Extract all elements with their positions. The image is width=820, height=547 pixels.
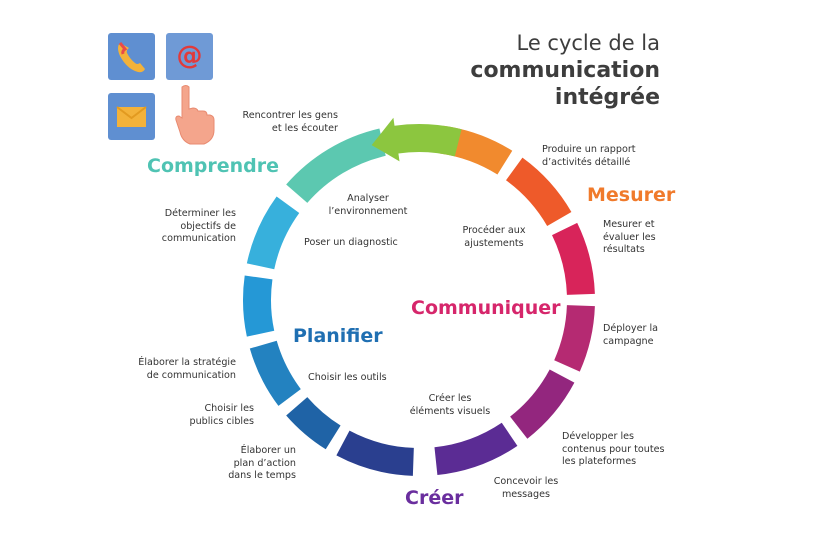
ring-segment-contenus [510,369,575,439]
note-elaborer-strategie: Élaborer la stratégie de communication [138,357,236,381]
note-elaborer-plan: Élaborer un plan d’action dans le temps [228,445,296,481]
note-concevoir-messages: Concevoir les messages [493,476,559,500]
ring-segment-arrow [371,117,462,162]
note-deployer-campagne: Déployer la campagne [603,323,659,347]
note-mesurer-evaluer: Mesurer et évaluer les résultats [603,219,656,255]
ring-segment-strategie [249,340,301,406]
ring-segment-deployer [552,222,595,295]
ring-segment-objectifs [246,196,300,270]
communication-icons: @ [108,33,218,145]
diagram-title: Le cycle de la communication intégrée [470,30,660,111]
note-creer-visuels: Créer les éléments visuels [409,393,491,417]
phase-mesurer: Mesurer [587,184,676,206]
note-determiner-objectifs: Déterminer les objectifs de communicatio… [161,208,236,244]
note-poser-diagnostic: Poser un diagnostic [304,237,398,248]
note-analyser-environnement: Analyser l’environnement [328,193,408,217]
center-label-communiquer: Communiquer [411,297,561,319]
note-produire-rapport: Produire un rapport d’activités détaillé [542,144,636,168]
ring-segment-diagnostic [242,275,275,337]
ring-segment-analyser [286,128,386,203]
phase-planifier: Planifier [293,325,383,347]
ring-segment-evaluer [505,157,572,226]
phone-icon [108,33,155,80]
note-proceder-ajustements: Procéder aux ajustements [462,225,526,249]
note-developper-contenus: Développer les contenus pour toutes les … [562,431,665,467]
note-rencontrer: Rencontrer les gens et les écouter [242,110,338,134]
phase-creer: Créer [405,487,464,509]
note-choisir-publics: Choisir les publics cibles [189,403,254,427]
note-choisir-outils: Choisir les outils [308,372,387,383]
phase-comprendre: Comprendre [147,155,280,177]
envelope-icon [108,93,155,140]
title-line-3: intégrée [554,85,660,110]
at-sign-icon: @ [166,33,213,80]
title-line-2: communication [470,58,660,83]
ring-segment-plan [336,430,414,476]
pointing-hand-icon [175,85,215,145]
ring-segment-messages [434,422,518,476]
svg-text:@: @ [177,41,203,71]
title-line-1: Le cycle de la [516,31,660,55]
ring-segment-publics [286,397,341,450]
ring-segment-campagne [554,305,595,372]
